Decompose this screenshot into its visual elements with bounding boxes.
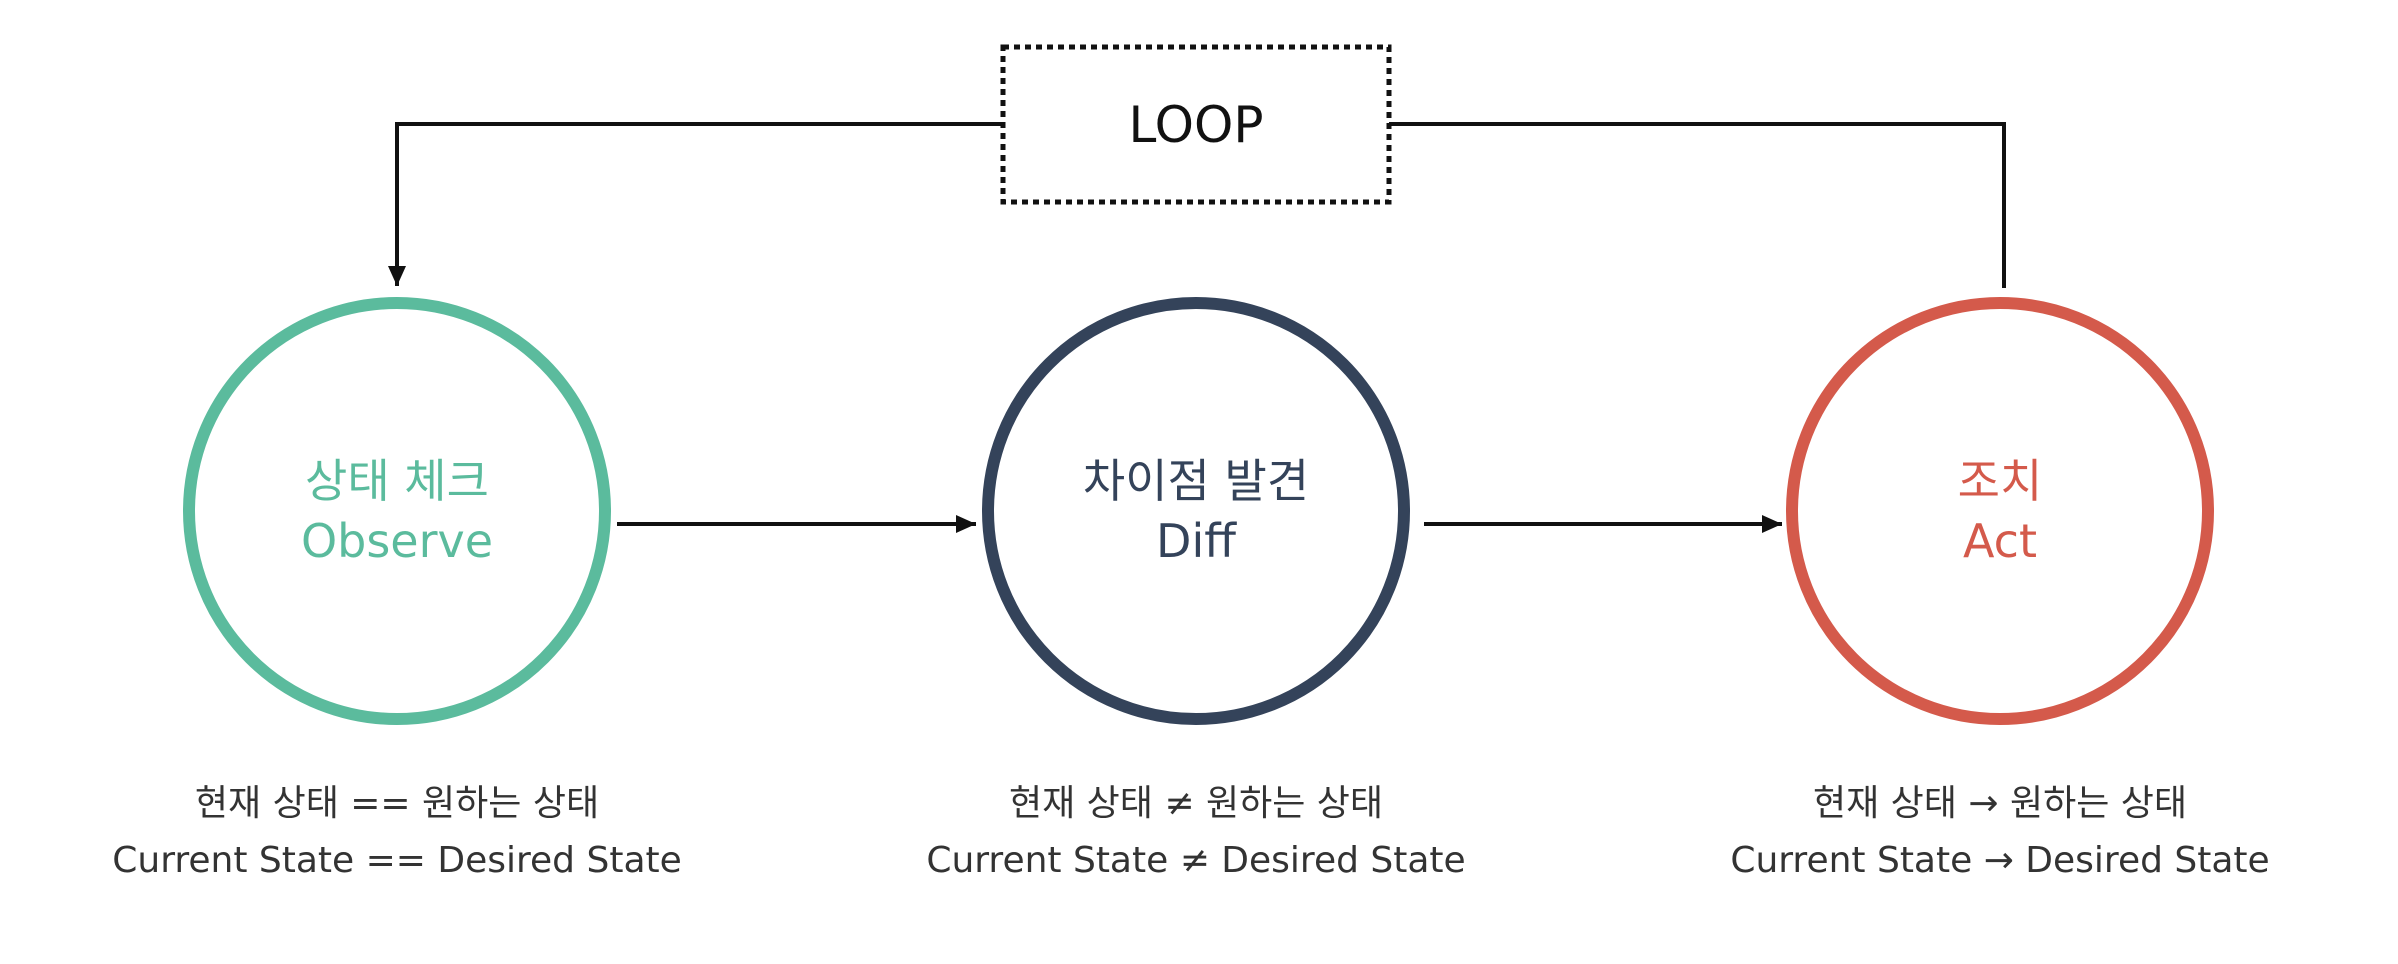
observe-caption: 현재 상태 == 원하는 상태 Current State == Desired…: [47, 775, 747, 889]
act-title-en: Act: [1963, 514, 2037, 568]
node-observe: 상태 체크 Observe: [183, 297, 611, 725]
diff-circle: [982, 297, 1410, 725]
act-circle: [1786, 297, 2214, 725]
node-diff: 차이점 발견 Diff: [982, 297, 1410, 725]
diff-caption: 현재 상태 ≠ 원하는 상태 Current State ≠ Desired S…: [846, 775, 1546, 889]
diff-title-ko: 차이점 발견: [1083, 454, 1309, 508]
loop-label: LOOP: [1129, 96, 1264, 154]
observe-circle: [183, 297, 611, 725]
loop-start-line: [1389, 122, 2006, 288]
diff-caption-en: Current State ≠ Desired State: [926, 840, 1466, 881]
act-caption: 현재 상태 → 원하는 상태 Current State → Desired S…: [1650, 775, 2350, 889]
diff-caption-ko: 현재 상태 ≠ 원하는 상태: [1008, 783, 1384, 824]
observe-caption-en: Current State == Desired State: [112, 840, 682, 881]
loop-return-line: [388, 122, 1003, 286]
act-caption-en: Current State → Desired State: [1730, 840, 2270, 881]
diff-title-en: Diff: [1156, 514, 1237, 568]
observe-caption-ko: 현재 상태 == 원하는 상태: [194, 783, 600, 824]
node-act: 조치 Act: [1786, 297, 2214, 725]
observe-title-en: Observe: [301, 514, 493, 568]
act-caption-ko: 현재 상태 → 원하는 상태: [1812, 783, 2188, 824]
act-title-ko: 조치: [1958, 454, 2043, 508]
observe-title-ko: 상태 체크: [305, 454, 489, 508]
